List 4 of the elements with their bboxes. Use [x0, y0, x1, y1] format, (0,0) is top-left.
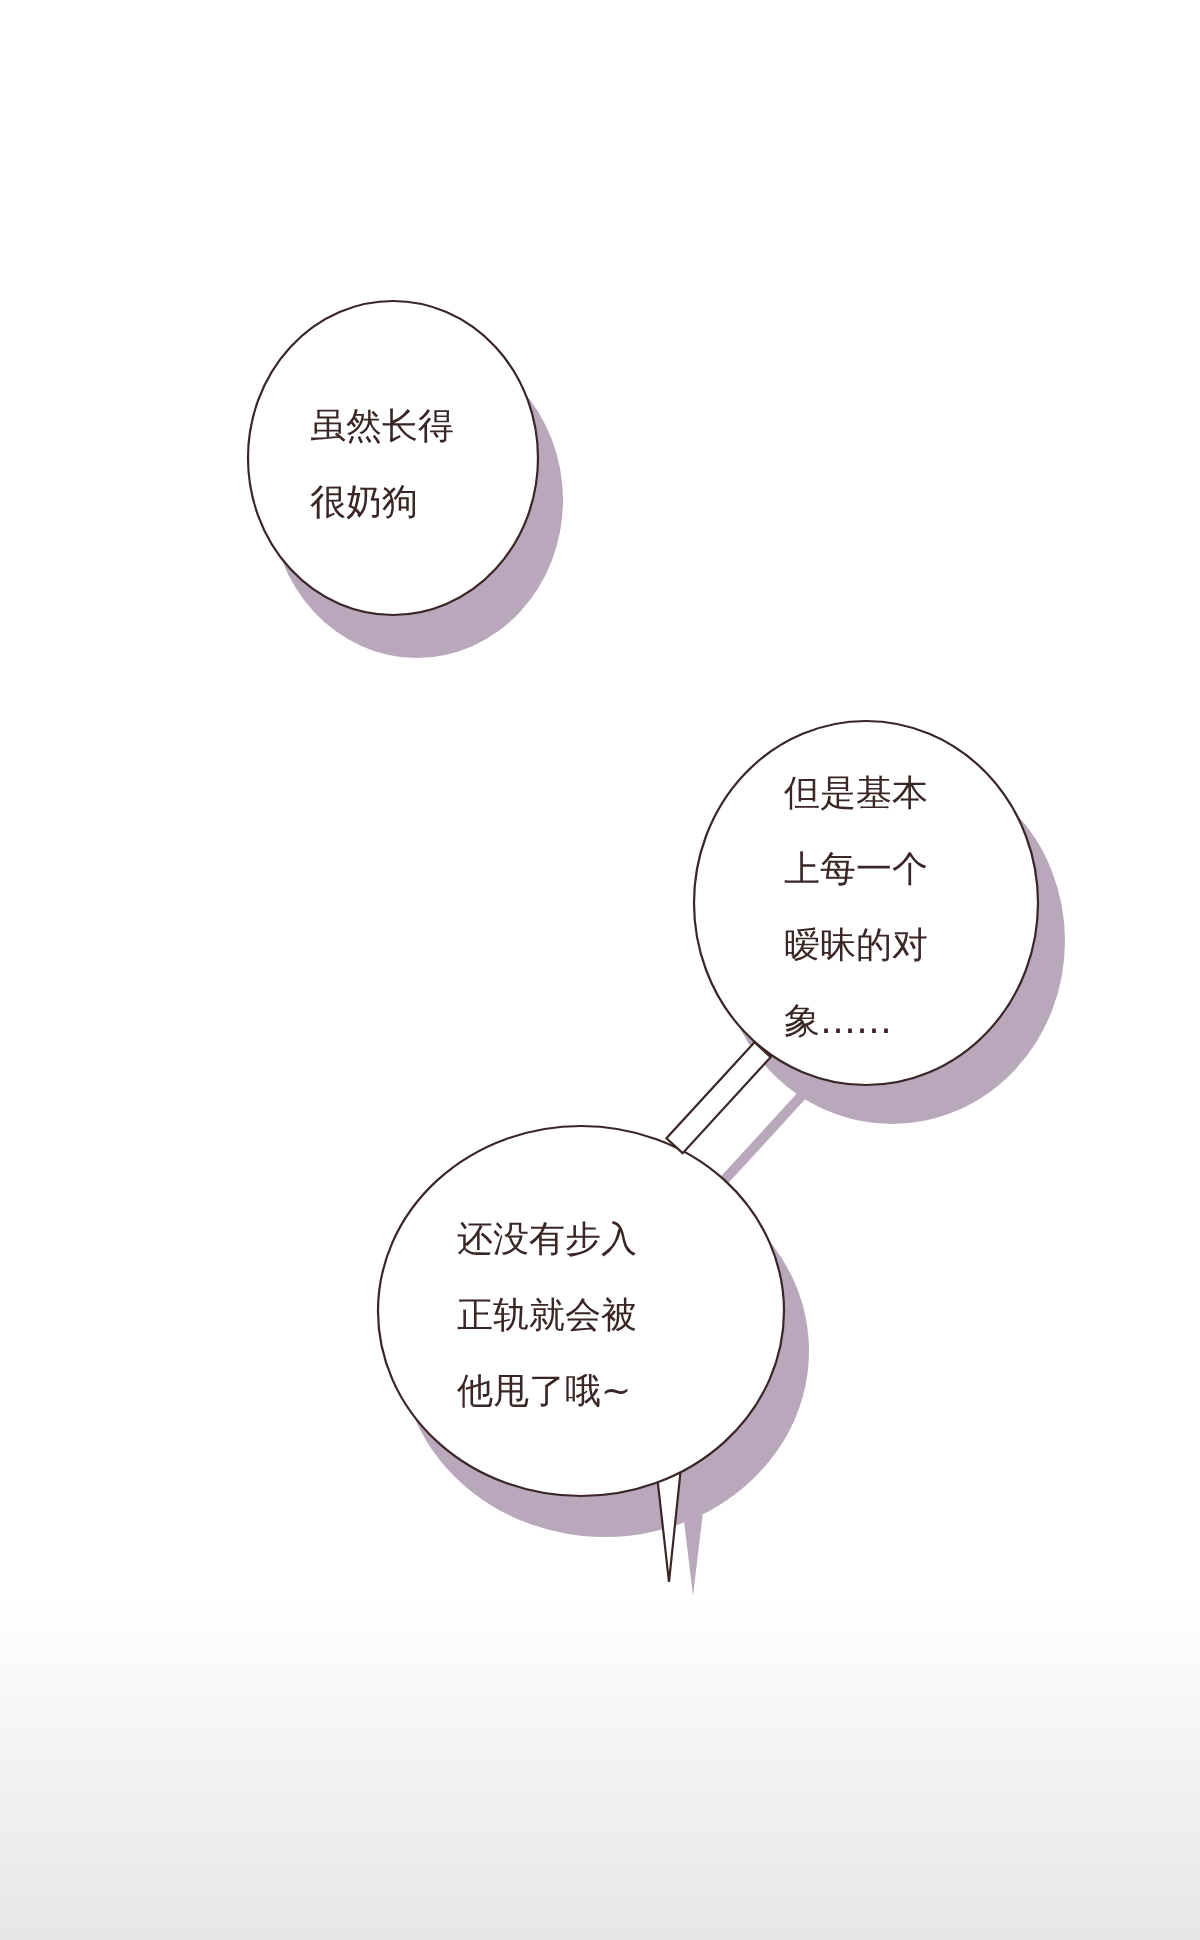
bubble-text: 虽然长得很奶狗: [310, 404, 455, 524]
bubble-text: 还没有步入正轨就会被他甩了哦~: [457, 1217, 638, 1413]
bubble-text: 但是基本上每一个暧昧的对象……: [784, 771, 929, 1043]
bubble-connector: [664, 1040, 773, 1155]
